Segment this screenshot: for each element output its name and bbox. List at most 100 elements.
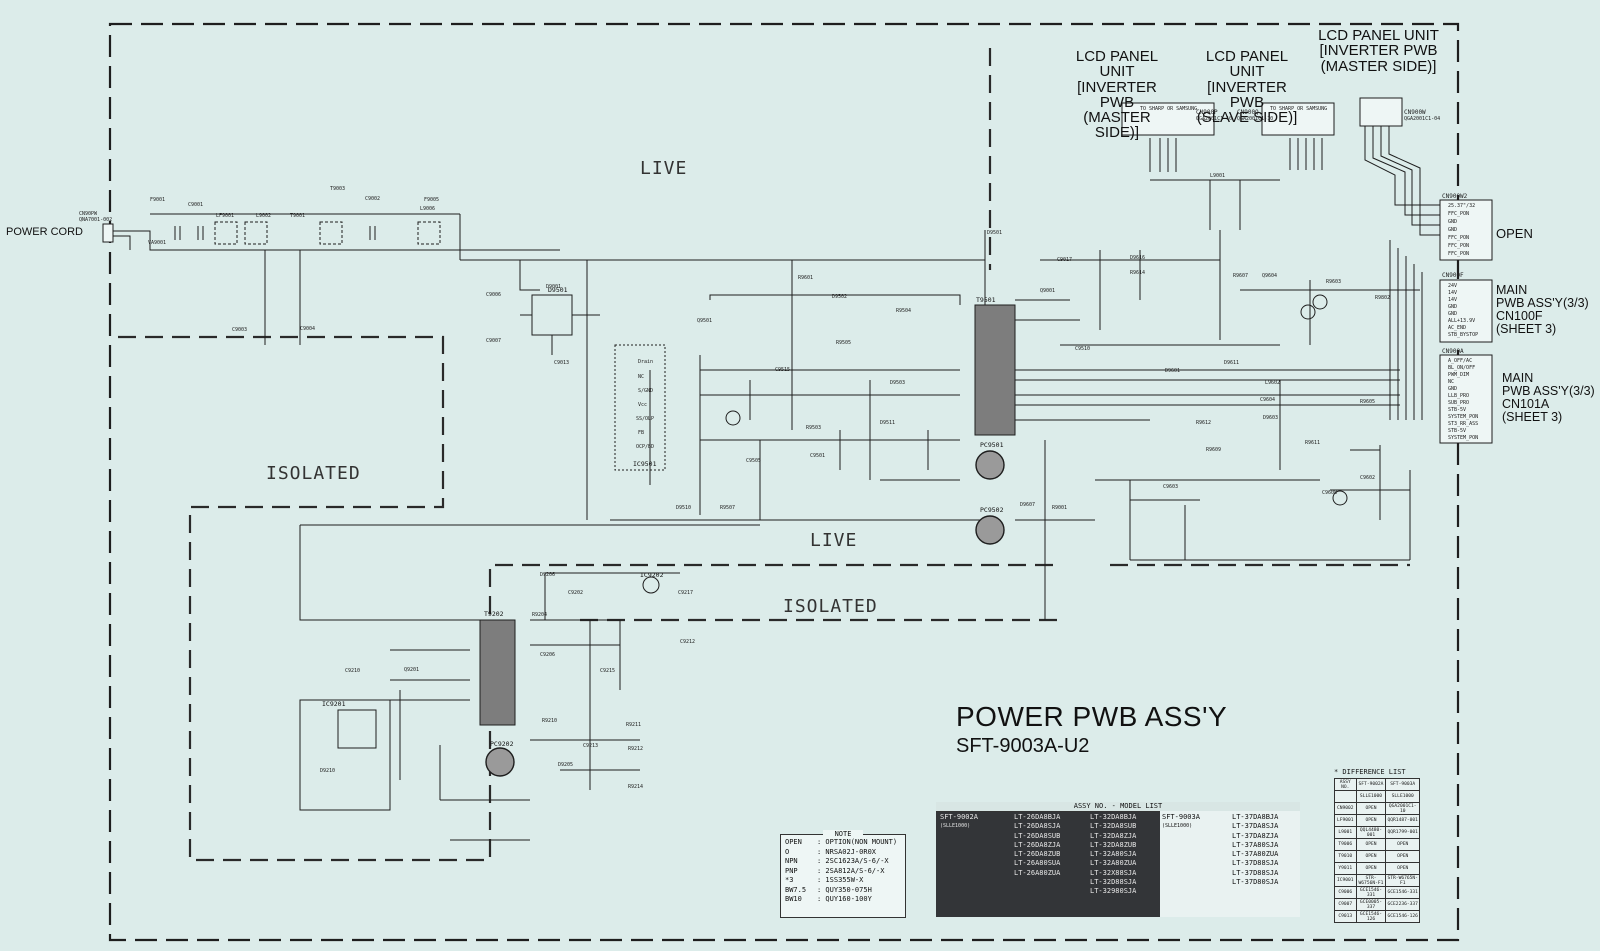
live-zone-label-mid: LIVE (810, 530, 858, 551)
cn900q-label: CN900Q (1237, 109, 1259, 116)
model-item: LT-37DA8BJA (1232, 813, 1279, 821)
note-key: BW7.5 (785, 885, 807, 894)
note-value: : OPTION(NON MOUNT) (817, 838, 898, 846)
component-label: C9505 (746, 458, 762, 464)
cn900a-pin-1: A_OFF/AC (1448, 358, 1473, 364)
table-cell: C9007 (1334, 898, 1357, 911)
component-label: R9001 (1052, 505, 1068, 511)
pc9502-label: PC9502 (980, 506, 1004, 514)
note-key: OPEN (785, 838, 802, 846)
model-item: LT-32A80ZUA (1090, 859, 1137, 868)
model-list-right: SFT-9003A (SLLE1000) LT-37DA8BJA LT-37DA… (1160, 811, 1300, 917)
note-key: PNP (785, 866, 798, 875)
component-label: D9511 (880, 420, 896, 426)
model-item: LT-37D88SJA (1232, 859, 1279, 868)
component-label: D9210 (320, 768, 336, 774)
cn900p-label: CN900P (1196, 109, 1218, 116)
component-label: D9502 (832, 294, 848, 300)
table-cell: QQR1487-001 (1385, 814, 1420, 827)
model-item: LT-37D88SJA (1232, 868, 1279, 877)
note-box: NOTE OPEN: OPTION(NON MOUNT) O: NRSA02J-… (780, 830, 906, 918)
component-label: T9001 (290, 213, 306, 219)
note-value: : QUY160-100Y (817, 895, 872, 903)
cn900a-pin-6: LLB_PRO (1448, 393, 1470, 399)
ic9501-pin-1: Drain (638, 359, 654, 365)
component-label: R9507 (720, 505, 736, 511)
ic9501-pin-5: SS/OLP (636, 416, 655, 422)
model-item: LT-32A80SJA (1090, 850, 1137, 859)
ic9501-pin-7: OCP/BD (636, 444, 655, 450)
table-cell: GCE1546-126 (1385, 910, 1420, 923)
model-item: LT-37A80SJA (1232, 840, 1279, 849)
lcd-header-slave: LCD PANEL UNIT [INVERTER PWB (SLAVE SIDE… (1196, 48, 1298, 127)
lcd-header-master-2: LCD PANEL UNIT [INVERTER PWB (MASTER SID… (1318, 27, 1439, 75)
component-label: D9501 (987, 230, 1003, 236)
board-outline (108, 22, 1460, 942)
cn900f-pin-3: 14V (1448, 297, 1458, 303)
component-label: R9214 (628, 784, 644, 790)
cn900a-pin-12: SYSTEM_PON (1448, 435, 1479, 441)
note-row: BW7.5 : QUY350-075H (781, 886, 905, 896)
open-label: OPEN (1496, 226, 1533, 241)
table-cell: GCE0005-337 (1355, 898, 1387, 911)
model-item: LT-32DA8SUB (1090, 822, 1137, 831)
note-value: : QUY350-075H (817, 885, 872, 894)
component-label: C9006 (486, 292, 502, 298)
table-cell: OPEN (1385, 862, 1420, 875)
component-label: C9602 (1360, 475, 1376, 481)
component-label: D9205 (558, 762, 574, 768)
table-row: ASSY NO. SFT-9002A SFT-9003A (1334, 778, 1420, 791)
table-cell: L9001 (1334, 826, 1357, 839)
component-label: C9215 (600, 668, 616, 674)
note-key: BW10 (785, 895, 802, 903)
table-cell: OPEN (1385, 850, 1420, 863)
main-pwb-cn101a-label: MAIN PWB ASS'Y(3/3) CN101A (SHEET 3) (1502, 371, 1595, 425)
right-connector-boxes (1439, 199, 1493, 444)
model-item: LT-32X88SJA (1090, 868, 1137, 877)
table-cell: T9010 (1334, 850, 1357, 863)
model-item: LT-32DA8ZJA (1090, 831, 1137, 840)
ic9501-pin-4: Vcc (638, 402, 648, 408)
component-label: C9608 (1322, 490, 1338, 496)
model-item: LT-32D88SJA (1090, 878, 1137, 887)
model-item: LT-37DA8ZJA (1232, 831, 1279, 840)
component-label: D9607 (1020, 502, 1036, 508)
note-value: : 1SS355W-X (817, 876, 864, 884)
table-cell: GCE1546-331 (1385, 886, 1420, 899)
table-cell: OPEN (1355, 838, 1387, 851)
cn900f-pin-7: AC_END (1448, 325, 1467, 331)
table-cell: QQL4480-001 (1355, 826, 1387, 839)
table-cell: CN9002 (1334, 802, 1357, 815)
component-label: T9003 (330, 186, 346, 192)
note-key: O (785, 847, 790, 856)
cn900a-pin-4: NC (1448, 379, 1455, 385)
table-cell: SLLE1000 (1385, 790, 1420, 803)
cn900a-pin-3: PWM_DIM (1448, 372, 1470, 378)
component-label: C9003 (232, 327, 248, 333)
table-cell: Y9011 (1334, 862, 1357, 875)
component-label: C9501 (810, 453, 826, 459)
table-cell: IC9001 (1334, 874, 1357, 887)
cn900w2-pin-6: FFC_PON (1448, 243, 1470, 249)
photocouplers (485, 450, 1005, 777)
ic9501-pin-6: FB (638, 430, 645, 436)
model-item: LT-32DA8BJA (1090, 813, 1137, 821)
pc9501-label: PC9501 (980, 441, 1004, 449)
component-label: D9603 (1263, 415, 1279, 421)
note-value: : 2SC1623A/S-6/-X (817, 857, 889, 865)
component-label: C9206 (540, 652, 556, 658)
note-key: NPN (785, 857, 798, 865)
pc9202-label: PC9202 (490, 740, 514, 748)
component-label: R9504 (896, 308, 912, 314)
table-cell: OPEN (1355, 850, 1387, 863)
note-key: *3 (785, 876, 794, 884)
model-item: LT-26A80SUA (1014, 859, 1061, 868)
component-label: C9603 (1163, 484, 1179, 490)
component-label: R9204 (532, 612, 548, 618)
component-label: C9001 (188, 202, 204, 208)
component-label: C9007 (486, 338, 502, 344)
component-label: D9001 (546, 284, 562, 290)
